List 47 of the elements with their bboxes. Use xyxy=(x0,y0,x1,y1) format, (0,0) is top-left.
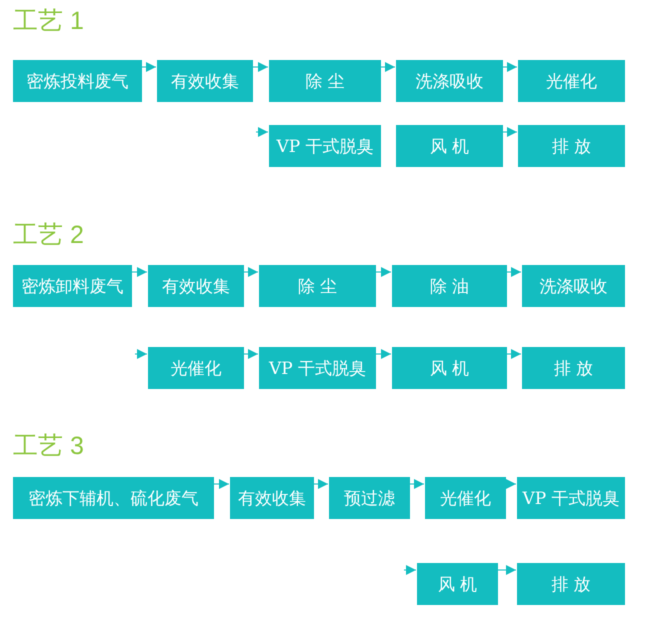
process-box: VP 干式脱臭 xyxy=(259,347,376,389)
arrow xyxy=(404,565,416,575)
section-heading: 工艺 2 xyxy=(13,220,84,251)
process-box: 光催化 xyxy=(148,347,244,389)
arrow xyxy=(410,479,424,489)
arrow xyxy=(256,127,268,137)
arrow xyxy=(252,62,268,72)
process-box: 风 机 xyxy=(396,125,503,167)
process-box: 光催化 xyxy=(518,60,625,102)
arrow xyxy=(506,267,522,277)
process-box: 有效收集 xyxy=(157,60,253,102)
arrow xyxy=(380,62,396,72)
process-box: 密炼下辅机、硫化废气 xyxy=(13,477,214,519)
section-heading: 工艺 3 xyxy=(13,431,84,462)
arrow xyxy=(498,565,516,575)
process-box: 风 机 xyxy=(392,347,507,389)
process-box: 密炼卸料废气 xyxy=(13,265,132,307)
process-box: 有效收集 xyxy=(230,477,314,519)
process-box: 洗涤吸收 xyxy=(522,265,625,307)
process-box: VP 干式脱臭 xyxy=(269,125,381,167)
section-heading: 工艺 1 xyxy=(13,6,84,37)
process-box: 有效收集 xyxy=(148,265,244,307)
arrow xyxy=(376,267,392,277)
process-box: 密炼投料废气 xyxy=(13,60,142,102)
arrow xyxy=(314,479,328,489)
arrow xyxy=(244,267,258,277)
arrow xyxy=(244,349,258,359)
process-box: VP 干式脱臭 xyxy=(517,477,625,519)
process-box: 排 放 xyxy=(517,563,625,605)
arrow xyxy=(142,62,156,72)
process-box: 除 尘 xyxy=(259,265,376,307)
process-box: 洗涤吸收 xyxy=(396,60,503,102)
arrow xyxy=(132,267,148,277)
arrow xyxy=(376,349,392,359)
process-box: 除 油 xyxy=(392,265,507,307)
process-box: 光催化 xyxy=(425,477,506,519)
arrow xyxy=(134,349,148,359)
process-box: 预过滤 xyxy=(329,477,410,519)
arrow xyxy=(506,349,522,359)
arrow xyxy=(214,479,230,489)
process-box: 风 机 xyxy=(417,563,498,605)
arrow xyxy=(506,479,516,489)
arrow xyxy=(502,62,518,72)
process-box: 排 放 xyxy=(522,347,625,389)
process-box: 排 放 xyxy=(518,125,625,167)
process-box: 除 尘 xyxy=(269,60,381,102)
arrow xyxy=(502,127,518,137)
